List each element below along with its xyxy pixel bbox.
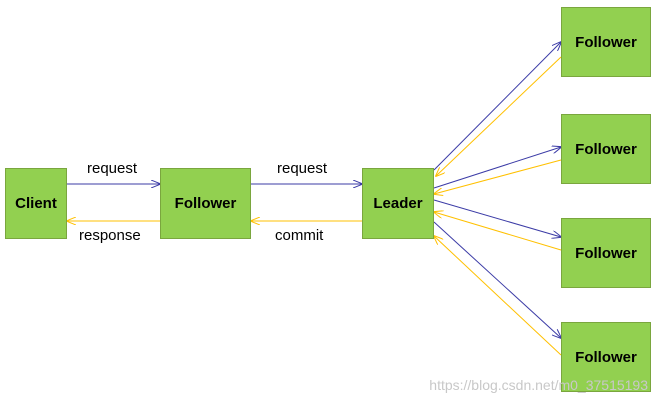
leader-request-label: request <box>277 160 328 177</box>
leader-node: Leader <box>362 168 434 239</box>
arrow-leader-to-follower-2 <box>433 147 561 189</box>
arrow-leader-to-follower-1 <box>433 42 561 171</box>
arrow-leader-to-follower-4 <box>433 221 561 338</box>
arrow-follower-4-to-leader <box>434 236 562 356</box>
follower-node-2: Follower <box>561 114 651 184</box>
arrow-follower-1-to-leader <box>436 56 562 176</box>
follower-node-4: Follower <box>561 322 651 392</box>
arrow-follower-3-to-leader <box>434 212 562 251</box>
client-request-label: request <box>87 160 138 177</box>
arrow-leader-to-follower-3 <box>433 199 561 237</box>
follower-node-3: Follower <box>561 218 651 288</box>
watermark-text: https://blog.csdn.net/m0_37515193 <box>429 377 648 393</box>
follower-node-middle: Follower <box>160 168 251 239</box>
client-node: Client <box>5 168 67 239</box>
arrow-follower-2-to-leader <box>434 159 562 194</box>
leader-commit-label: commit <box>275 227 324 244</box>
follower-node-1: Follower <box>561 7 651 77</box>
client-response-label: response <box>79 227 141 244</box>
